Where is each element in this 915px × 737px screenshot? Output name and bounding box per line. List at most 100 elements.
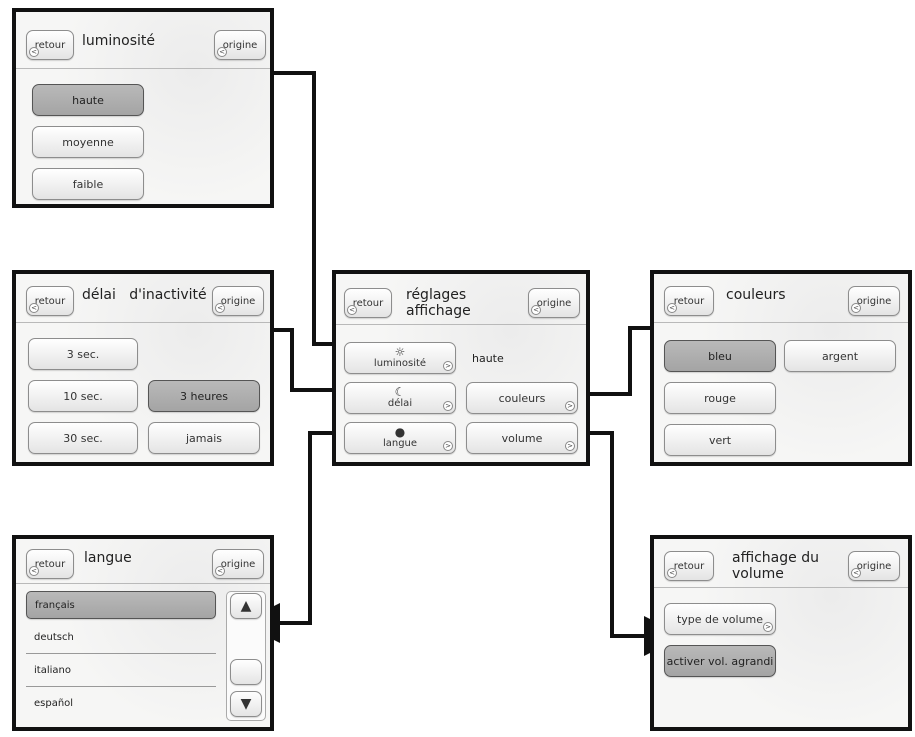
brightness-panel: retour < luminosité origine < haute moye…: [12, 8, 274, 208]
origin-button[interactable]: origine <: [528, 288, 580, 318]
chevron-right-icon: >: [763, 622, 773, 632]
inactivity-timeout-panel: retour < délai d'inactivité origine < 3 …: [12, 270, 274, 466]
chevron-right-icon: >: [565, 441, 575, 451]
list-item-italiano[interactable]: italiano: [34, 664, 71, 676]
page-title-line1: affichage du: [732, 550, 819, 566]
option-3-sec[interactable]: 3 sec.: [28, 338, 138, 370]
origin-button[interactable]: origine <: [848, 551, 900, 581]
page-title: luminosité: [82, 33, 156, 49]
connector-language: [240, 431, 342, 643]
page-title-line2: volume: [732, 566, 784, 582]
back-arrow-icon: <: [215, 566, 225, 576]
origin-button[interactable]: origine <: [212, 286, 264, 316]
back-arrow-icon: <: [29, 47, 39, 57]
option-medium[interactable]: moyenne: [32, 126, 144, 158]
page-title: couleurs: [726, 287, 786, 303]
arrow-down-icon: ▼: [240, 696, 252, 712]
option-green[interactable]: vert: [664, 424, 776, 456]
option-low[interactable]: faible: [32, 168, 144, 200]
page-title-line1: réglages: [406, 287, 467, 303]
page-title-line2: affichage: [406, 303, 471, 319]
volume-label: volume: [501, 431, 543, 445]
list-item-espanol[interactable]: español: [34, 697, 74, 709]
option-red[interactable]: rouge: [664, 382, 776, 414]
origin-button[interactable]: origine <: [214, 30, 266, 60]
panel-header: [654, 539, 908, 588]
back-arrow-icon: <: [667, 303, 677, 313]
brightness-label: luminosité: [373, 358, 427, 369]
panel-header: [336, 274, 586, 325]
back-button[interactable]: retour <: [26, 286, 74, 316]
back-label: retour: [34, 39, 66, 51]
chevron-right-icon: >: [443, 361, 453, 371]
chevron-right-icon: >: [443, 401, 453, 411]
chevron-right-icon: >: [565, 401, 575, 411]
scroll-thumb[interactable]: [230, 659, 262, 685]
option-never[interactable]: jamais: [148, 422, 260, 454]
back-arrow-icon: <: [347, 305, 357, 315]
back-button[interactable]: retour <: [664, 286, 714, 316]
arrow-up-icon: ▲: [240, 598, 252, 614]
brightness-button[interactable]: ☼ luminosité >: [344, 342, 456, 374]
panel-header: [16, 12, 270, 69]
back-button[interactable]: retour <: [26, 549, 74, 579]
origin-label: origine: [222, 39, 258, 51]
option-silver[interactable]: argent: [784, 340, 896, 372]
origin-label: origine: [220, 295, 256, 307]
panel-header: [16, 274, 270, 323]
language-label: langue: [382, 438, 418, 449]
volume-type-label: type de volume: [676, 612, 764, 626]
list-item-deutsch[interactable]: deutsch: [34, 631, 74, 643]
back-label: retour: [352, 297, 384, 309]
language-button[interactable]: ● langue >: [344, 422, 456, 454]
back-button[interactable]: retour <: [26, 30, 74, 60]
chevron-right-icon: >: [443, 441, 453, 451]
option-30-sec[interactable]: 30 sec.: [28, 422, 138, 454]
colors-panel: retour < couleurs origine < bleu argent …: [650, 270, 912, 466]
option-10-sec[interactable]: 10 sec.: [28, 380, 138, 412]
origin-label: origine: [220, 558, 256, 570]
timeout-button[interactable]: ☾ délai >: [344, 382, 456, 414]
back-arrow-icon: <: [29, 303, 39, 313]
back-arrow-icon: <: [667, 568, 677, 578]
back-arrow-icon: <: [851, 568, 861, 578]
moon-icon: ☾: [394, 385, 406, 399]
speech-bubble-icon: ●: [394, 425, 406, 439]
volume-button[interactable]: volume >: [466, 422, 578, 454]
list-divider: [26, 653, 216, 654]
back-arrow-icon: <: [29, 566, 39, 576]
origin-label: origine: [856, 560, 892, 572]
panel-header: [16, 539, 270, 584]
origin-label: origine: [536, 297, 572, 309]
list-item-francais[interactable]: français: [26, 591, 216, 619]
back-label: retour: [673, 295, 705, 307]
option-high[interactable]: haute: [32, 84, 144, 116]
option-blue[interactable]: bleu: [664, 340, 776, 372]
display-settings-panel: retour < réglages affichage origine < ☼ …: [332, 270, 590, 466]
colors-button[interactable]: couleurs >: [466, 382, 578, 414]
back-arrow-icon: <: [851, 303, 861, 313]
back-label: retour: [673, 560, 705, 572]
back-button[interactable]: retour <: [664, 551, 714, 581]
volume-display-panel: retour < affichage du volume origine < t…: [650, 535, 912, 731]
page-title: langue: [84, 550, 132, 566]
sun-icon: ☼: [394, 345, 406, 359]
enable-large-volume-button[interactable]: activer vol. agrandi: [664, 645, 776, 677]
list-divider: [26, 686, 216, 687]
scroll-down-button[interactable]: ▼: [230, 691, 262, 717]
back-arrow-icon: <: [217, 47, 227, 57]
origin-button[interactable]: origine <: [848, 286, 900, 316]
back-arrow-icon: <: [215, 303, 225, 313]
page-title: délai d'inactivité: [82, 287, 207, 303]
volume-type-button[interactable]: type de volume >: [664, 603, 776, 635]
back-arrow-icon: <: [531, 305, 541, 315]
back-button[interactable]: retour <: [344, 288, 392, 318]
scroll-up-button[interactable]: ▲: [230, 593, 262, 619]
origin-button[interactable]: origine <: [212, 549, 264, 579]
back-label: retour: [34, 295, 66, 307]
option-3-hours[interactable]: 3 heures: [148, 380, 260, 412]
colors-label: couleurs: [498, 391, 546, 405]
brightness-value: haute: [472, 352, 504, 365]
connector-volume: [576, 431, 684, 656]
timeout-label: délai: [387, 398, 413, 409]
